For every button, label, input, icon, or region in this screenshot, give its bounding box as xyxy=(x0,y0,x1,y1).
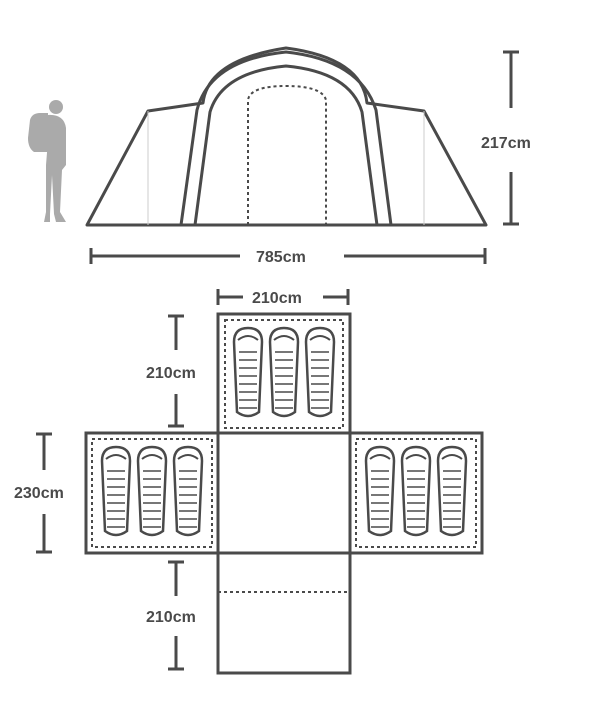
sleeping-bag-icon xyxy=(436,445,468,537)
tent-elevation xyxy=(85,46,488,227)
porch-area xyxy=(216,551,352,675)
sleeping-bags xyxy=(100,326,468,537)
left-bedroom-inner xyxy=(91,438,213,548)
front-depth-dimension xyxy=(168,314,184,428)
person-silhouette-icon xyxy=(28,100,66,222)
tent-arch xyxy=(179,50,393,226)
sleeping-bag-icon xyxy=(364,445,396,537)
porch-depth-dimension xyxy=(168,560,184,671)
porch-depth-label: 210cm xyxy=(146,609,196,626)
sleeping-bag-icon xyxy=(136,445,168,537)
sleeping-bag-icon xyxy=(268,326,300,418)
front-width-label: 210cm xyxy=(252,290,302,307)
living-area xyxy=(216,431,352,555)
front-depth-label: 210cm xyxy=(146,365,196,382)
length-label: 785cm xyxy=(256,249,306,266)
height-label: 217cm xyxy=(481,135,531,152)
sleeping-bag-icon xyxy=(100,445,132,537)
tent-outline xyxy=(85,46,488,227)
tent-door xyxy=(247,85,327,225)
floor-plan xyxy=(84,312,484,675)
left-bedroom xyxy=(84,431,220,555)
length-dimension xyxy=(89,248,487,264)
height-dimension xyxy=(503,50,519,226)
sleeping-bag-icon xyxy=(304,326,336,418)
sleeping-bag-icon xyxy=(232,326,264,418)
tent-door-arch xyxy=(193,64,379,226)
sleeping-bag-icon xyxy=(172,445,204,537)
front-bedroom-inner xyxy=(224,319,344,429)
side-depth-label: 230cm xyxy=(14,485,64,502)
right-bedroom-inner xyxy=(355,438,477,548)
front-width-dimension xyxy=(216,289,350,305)
sleeping-bag-icon xyxy=(400,445,432,537)
right-bedroom xyxy=(348,431,484,555)
side-depth-dimension xyxy=(36,432,52,554)
